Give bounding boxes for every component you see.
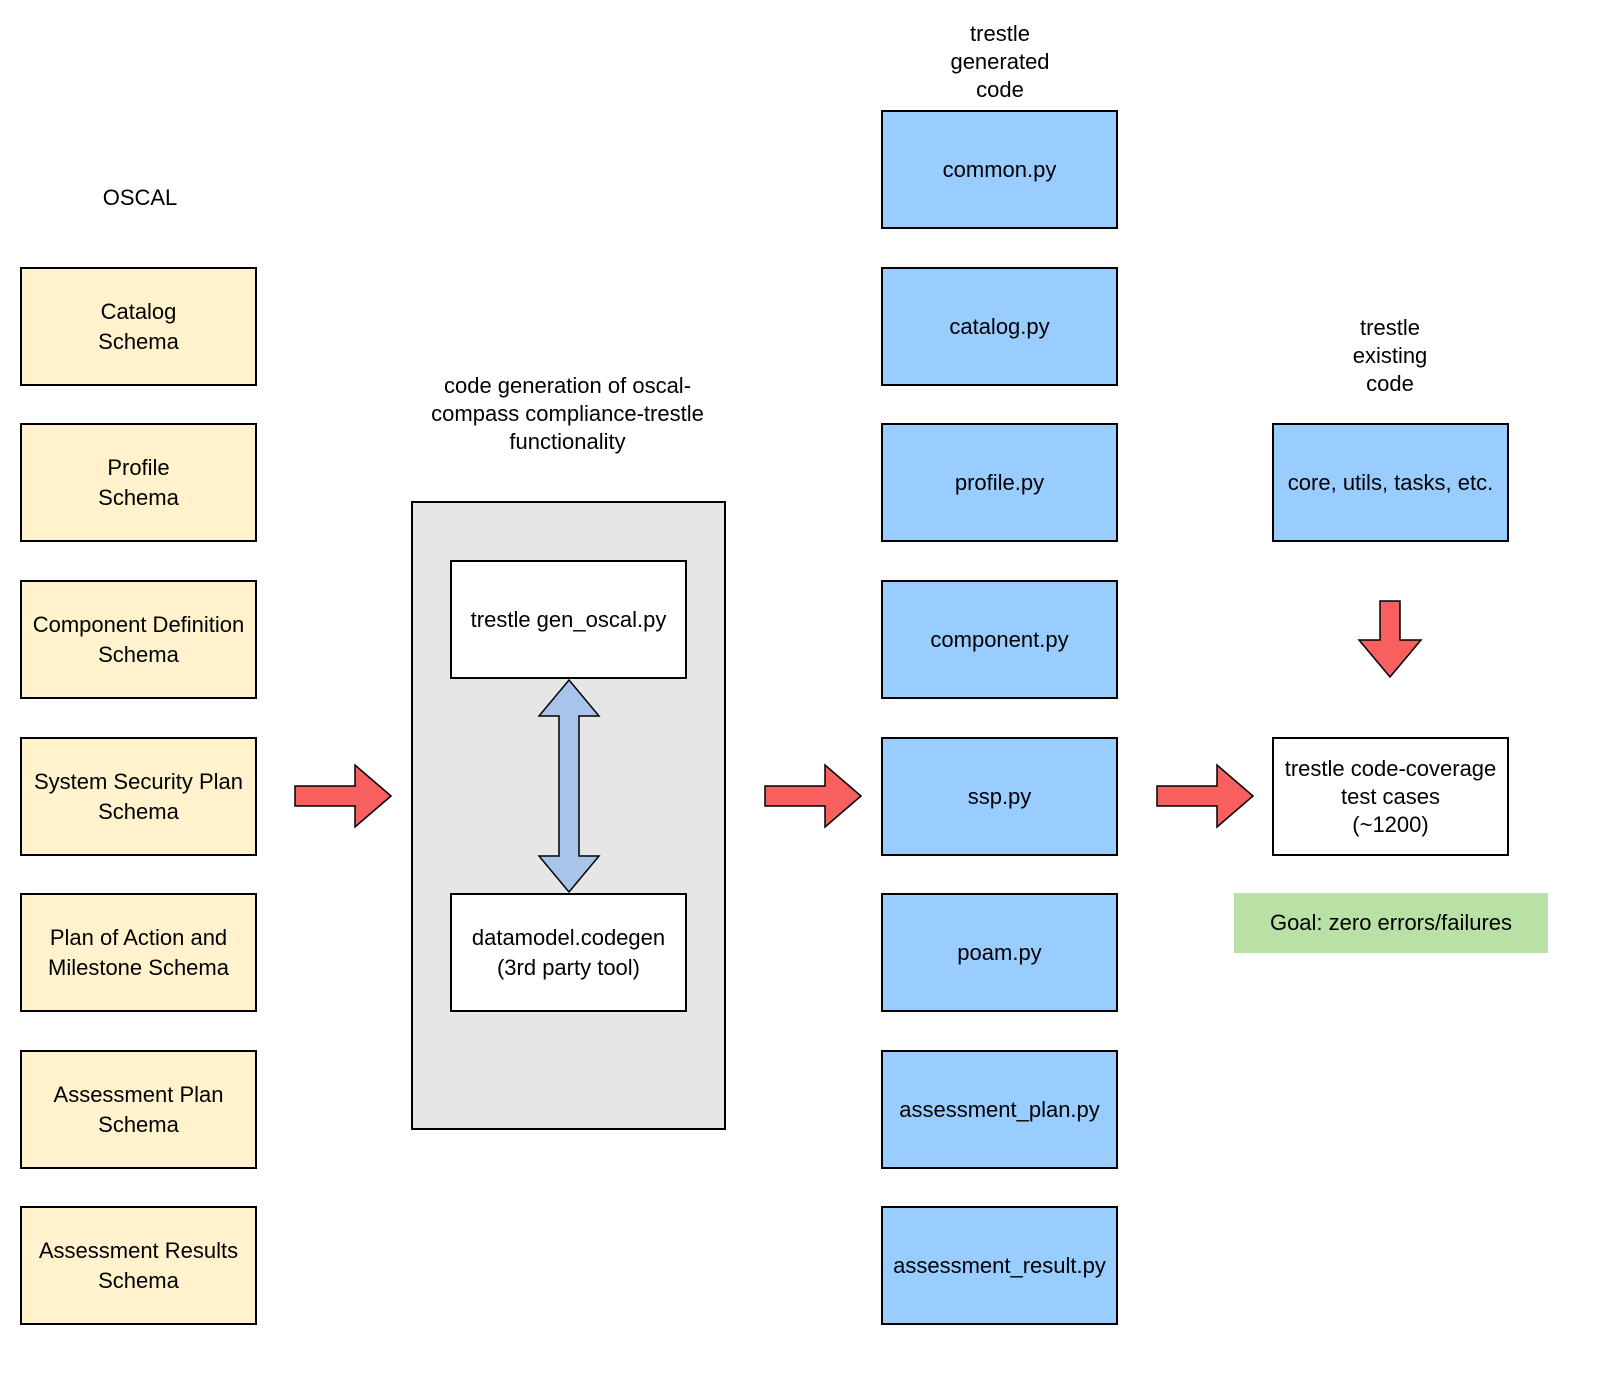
poam-schema-box[interactable]: Plan of Action and Milestone Schema	[20, 893, 257, 1012]
double-arrow-icon	[537, 678, 601, 894]
catalog-schema-box[interactable]: Catalog Schema	[20, 267, 257, 386]
codegen-title: code generation of oscal- compass compli…	[431, 373, 704, 454]
assessment-plan-py-box[interactable]: assessment_plan.py	[881, 1050, 1118, 1169]
profile-schema-box[interactable]: Profile Schema	[20, 423, 257, 542]
ssp-schema-box[interactable]: System Security Plan Schema	[20, 737, 257, 856]
gen-oscal-script-box[interactable]: trestle gen_oscal.py	[450, 560, 687, 679]
profile-py-box[interactable]: profile.py	[881, 423, 1118, 542]
assessment-results-schema-box[interactable]: Assessment Results Schema	[20, 1206, 257, 1325]
down-arrow-icon	[1357, 600, 1423, 679]
right-arrow-icon	[294, 763, 393, 829]
existing-code-header: trestle existing code	[1352, 315, 1428, 396]
goal-badge: Goal: zero errors/failures	[1234, 893, 1548, 953]
assessment-result-py-box[interactable]: assessment_result.py	[881, 1206, 1118, 1325]
existing-code-box[interactable]: core, utils, tasks, etc.	[1272, 423, 1509, 542]
component-py-box[interactable]: component.py	[881, 580, 1118, 699]
catalog-py-box[interactable]: catalog.py	[881, 267, 1118, 386]
component-definition-schema-box[interactable]: Component Definition Schema	[20, 580, 257, 699]
assessment-plan-schema-box[interactable]: Assessment Plan Schema	[20, 1050, 257, 1169]
ssp-py-box[interactable]: ssp.py	[881, 737, 1118, 856]
right-arrow-icon	[1156, 763, 1255, 829]
generated-code-header: trestle generated code	[950, 21, 1050, 102]
right-arrow-icon	[764, 763, 863, 829]
datamodel-codegen-box[interactable]: datamodel.codegen (3rd party tool)	[450, 893, 687, 1012]
test-cases-box[interactable]: trestle code-coverage test cases (~1200)	[1272, 737, 1509, 856]
common-py-box[interactable]: common.py	[881, 110, 1118, 229]
oscal-header: OSCAL	[102, 185, 178, 210]
poam-py-box[interactable]: poam.py	[881, 893, 1118, 1012]
